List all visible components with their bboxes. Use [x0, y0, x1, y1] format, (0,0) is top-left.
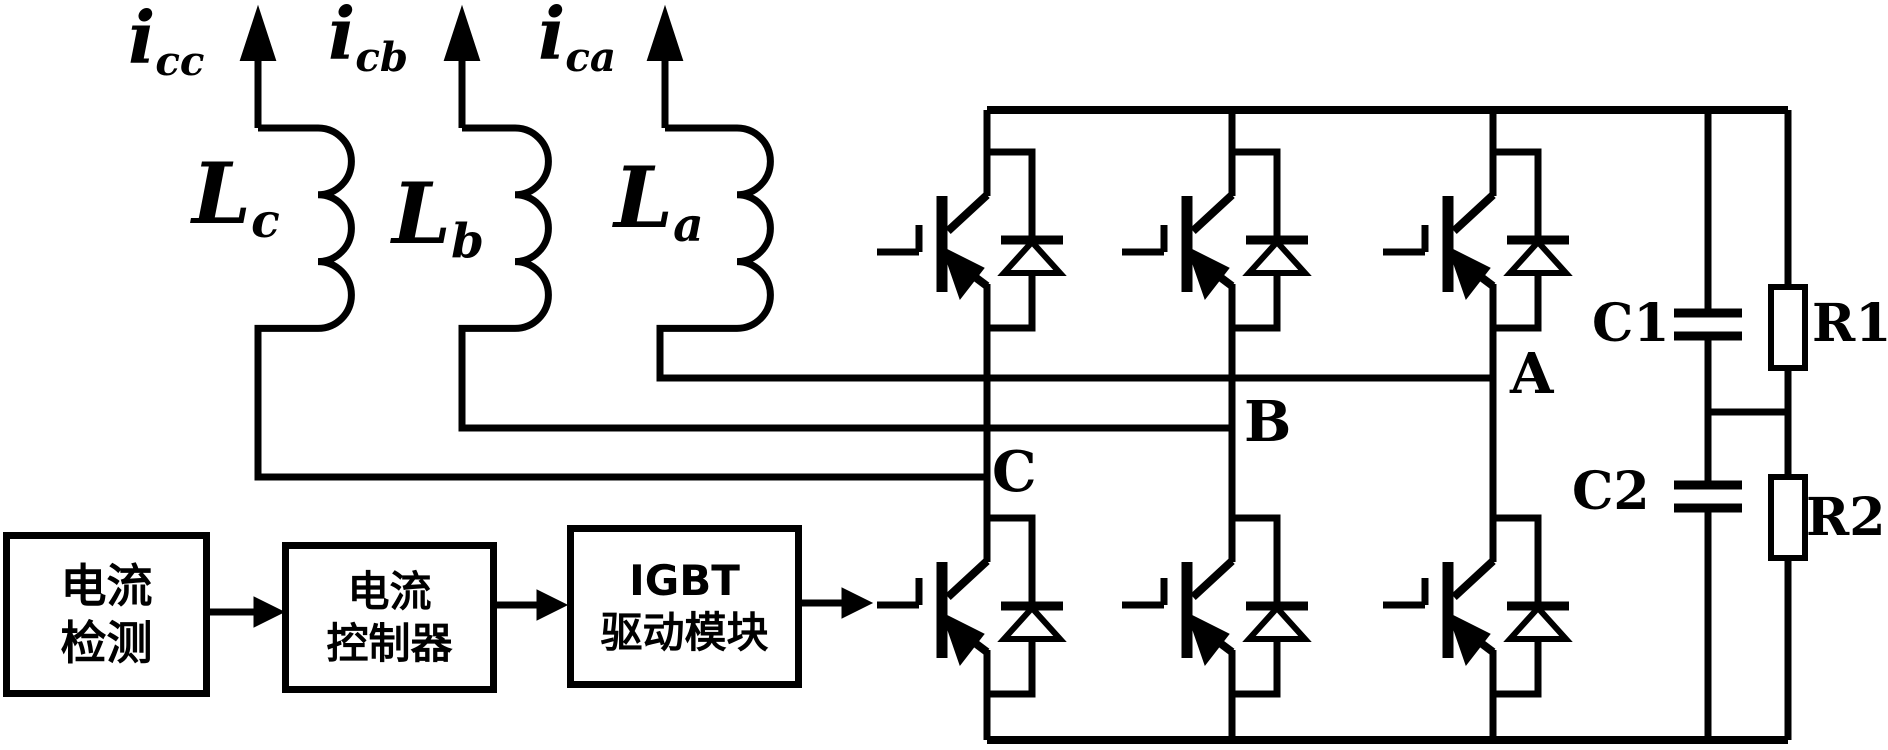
phase-label-a: A: [1510, 341, 1554, 407]
current-arrow-head: [646, 4, 684, 61]
diode-triangle: [997, 603, 1067, 642]
diode-triangle: [1503, 237, 1573, 276]
current-detection-line2: 检测: [60, 615, 153, 670]
diode-triangle: [1242, 237, 1312, 276]
arrow-head: [253, 596, 286, 628]
current-label-icb: icb: [328, 0, 409, 82]
arrow-head: [536, 589, 569, 621]
capacitor-label-c1: C1: [1592, 293, 1670, 354]
igbt-gate-lead: [1383, 578, 1429, 609]
igbt-emitter-arrow: [1186, 612, 1230, 667]
filter-branch-phase-a: [646, 4, 1493, 382]
igbt-collector: [1190, 192, 1235, 234]
arrow-controller-to-driver: [497, 589, 569, 621]
current-controller-block: 电流 控制器: [282, 542, 497, 693]
current-detection-line1: 电流: [60, 559, 153, 614]
igbt-gate-lead: [877, 578, 923, 609]
phase-label-c: C: [992, 439, 1037, 505]
inductor-label-lb: Lb: [392, 164, 484, 270]
resistor-body-r1: [1768, 284, 1808, 371]
current-detection-block: 电流 检测: [3, 532, 210, 697]
filter-branch-phase-c: [239, 4, 987, 481]
igbt-collector: [1451, 558, 1496, 600]
igbt-cell-bottom-3: [1383, 514, 1573, 698]
inductor-coil-and-phase-wire: [656, 124, 1493, 382]
igbt-gate-lead: [877, 225, 923, 256]
resistor-body-r2: [1768, 474, 1808, 561]
inductor-coil-and-phase-wire: [458, 124, 1232, 432]
igbt-cell-top-2: [1122, 148, 1312, 332]
resistor-label-r2: R2: [1806, 487, 1886, 548]
current-label-icc: icc: [128, 0, 205, 86]
igbt-collector: [945, 558, 990, 600]
inductor-label-lc: Lc: [192, 144, 280, 250]
capacitor-c2-plates: [1674, 480, 1742, 513]
capacitor-c1-plates: [1674, 308, 1742, 341]
igbt-driver-line1: IGBT: [629, 556, 740, 606]
igbt-emitter-arrow: [1447, 246, 1491, 301]
dc-link-network: [1674, 110, 1808, 740]
diode-triangle: [1242, 603, 1312, 642]
current-arrow-head: [443, 4, 481, 61]
capacitor-label-c2: C2: [1572, 461, 1650, 522]
igbt-driver-block: IGBT 驱动模块: [567, 525, 802, 688]
arrow-driver-to-gate: [802, 587, 874, 619]
resistor-label-r1: R1: [1812, 293, 1888, 354]
igbt-gate-lead: [1383, 225, 1429, 256]
igbt-driver-line2: 驱动模块: [600, 607, 769, 657]
igbt-emitter-arrow: [1447, 612, 1491, 667]
igbt-emitter-arrow: [941, 612, 985, 667]
igbt-gate-lead: [1122, 578, 1168, 609]
current-controller-line1: 电流: [347, 567, 432, 617]
igbt-collector: [1451, 192, 1496, 234]
igbt-gate-lead: [1122, 225, 1168, 256]
current-controller-line2: 控制器: [326, 618, 453, 668]
igbt-cell-top-3: [1383, 148, 1573, 332]
diode-triangle: [997, 237, 1067, 276]
filter-branch-phase-b: [443, 4, 1232, 432]
igbt-emitter-arrow: [1186, 246, 1230, 301]
igbt-collector: [945, 192, 990, 234]
igbt-cell-bottom-1: [877, 514, 1067, 698]
current-label-ica: ica: [538, 0, 617, 82]
arrow-head: [841, 587, 874, 619]
igbt-collector: [1190, 558, 1235, 600]
igbt-cell-top-1: [877, 148, 1067, 332]
inductor-coil-and-phase-wire: [254, 124, 987, 481]
arrow-detection-to-controller: [210, 596, 286, 628]
igbt-cell-bottom-2: [1122, 514, 1312, 698]
diode-triangle: [1503, 603, 1573, 642]
current-arrow-head: [239, 4, 277, 61]
inductor-label-la: La: [614, 148, 704, 254]
phase-label-b: B: [1244, 389, 1292, 455]
igbt-emitter-arrow: [941, 246, 985, 301]
